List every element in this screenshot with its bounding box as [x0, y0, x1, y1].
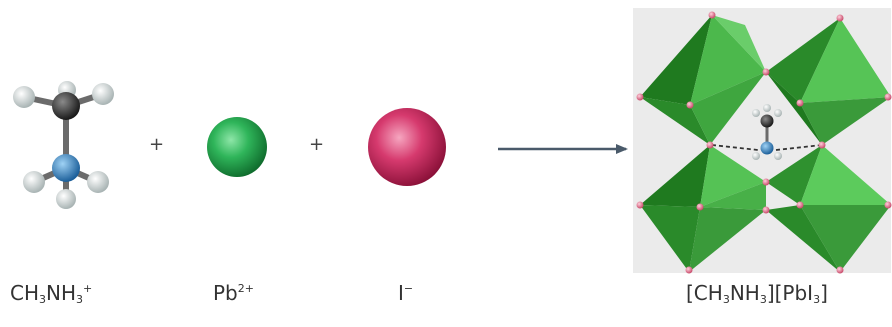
nitrogen-atom — [52, 154, 80, 182]
nitrogen-atom — [760, 141, 774, 155]
methylammonium-label: CH3NH3+ — [10, 281, 93, 306]
lead-ion-label: Pb2+ — [213, 281, 254, 305]
carbon-atom — [52, 92, 80, 120]
iodide-ion-label: I− — [398, 281, 414, 305]
hydrogen-atom — [56, 189, 76, 209]
methylammonium-molecule — [13, 81, 114, 209]
octahedron — [766, 18, 891, 145]
perovskite-structure — [633, 8, 892, 274]
octahedron — [640, 15, 766, 145]
lead-ion-sphere — [207, 117, 267, 177]
central-methylammonium — [752, 104, 782, 160]
octahedron — [766, 145, 891, 272]
carbon-atom — [760, 114, 774, 128]
octahedron — [640, 145, 766, 272]
hydrogen-atom — [92, 83, 114, 105]
iodide-ion-sphere — [368, 108, 446, 186]
hydrogen-bonds — [711, 144, 823, 151]
hydrogen-atom — [23, 171, 45, 193]
plus-operator: + — [149, 134, 165, 155]
hydrogen-atom — [87, 171, 109, 193]
plus-operator: + — [309, 134, 325, 155]
perovskite-formula-label: [CH3NH3][PbI3] — [686, 281, 828, 306]
hydrogen-atom — [13, 86, 35, 108]
iodide-vertices — [636, 11, 892, 274]
